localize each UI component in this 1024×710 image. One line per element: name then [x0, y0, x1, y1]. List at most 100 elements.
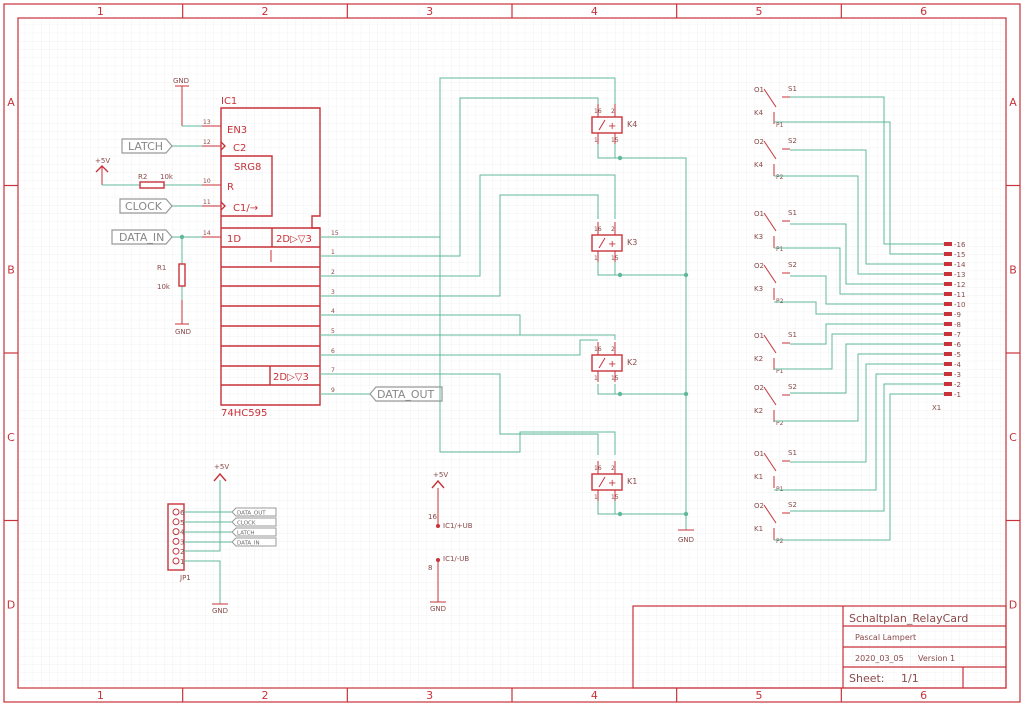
contact-o-label: O2: [754, 384, 764, 392]
ic1-q-bottom: 2D▷▽3: [273, 372, 309, 383]
contact-s-label: S2: [788, 383, 797, 391]
terminal-pin-label: -15: [954, 251, 965, 259]
gnd-symbol-relays: GND: [678, 529, 694, 544]
contact-o-label: O1: [754, 332, 764, 340]
terminal-pin: [944, 282, 952, 286]
contact-relay-ref: K4: [754, 161, 764, 169]
vcc-label-3: +5V: [433, 471, 448, 479]
terminal-pin: [944, 352, 952, 356]
frame-row-label-left: D: [7, 598, 15, 611]
jp1-pin: [172, 557, 180, 565]
relay-coil-plus: +: [608, 121, 616, 132]
contact-p-label: P2: [776, 174, 784, 181]
vcc-symbol-reset: +5V: [95, 157, 110, 185]
jp1-net-flag-text: CLOCK: [237, 521, 256, 527]
gnd-label-5: GND: [430, 605, 446, 613]
vcc-label-2: +5V: [214, 463, 229, 471]
contact-s-label: S1: [788, 331, 797, 339]
gnd-label-3: GND: [678, 536, 694, 544]
relay-pin15-label: 15: [611, 494, 619, 501]
relay-pin15-label: 15: [611, 255, 619, 262]
contact-relay-ref: K1: [754, 525, 763, 533]
relay-pin2-label: 2: [611, 346, 615, 353]
terminal-pin-label: -7: [954, 331, 961, 339]
ic1-pin16: 16: [428, 513, 437, 521]
ic1-en3: EN3: [227, 125, 247, 136]
contact-blade: [763, 140, 777, 160]
contact-blade: [763, 504, 777, 524]
relay-ref: K4: [627, 120, 637, 129]
r2-value: 10k: [160, 173, 174, 181]
frame-col-label-top: 5: [756, 5, 763, 18]
frame-row-label-right: B: [1009, 263, 1017, 276]
frame-col-label-top: 2: [262, 5, 269, 18]
r2-ref: R2: [138, 173, 147, 181]
contact-o-label: O1: [754, 86, 764, 94]
gnd-label-1: GND: [173, 77, 189, 85]
terminal-pin: [944, 252, 952, 256]
contact-blade: [763, 386, 777, 406]
contact-relay-ref: K4: [754, 109, 764, 117]
relay-pin16-label: 16: [594, 108, 602, 115]
contact-o-label: O1: [754, 450, 764, 458]
terminal-pin: [944, 382, 952, 386]
jp1-pin: [172, 508, 180, 516]
ic1-right-pin-number: 4: [331, 308, 335, 315]
relay-ref: K3: [627, 238, 637, 247]
ic1-right-pin-number: 6: [331, 348, 335, 355]
contact-relay-ref: K3: [754, 233, 763, 241]
jp1-pin-number: 2: [180, 548, 184, 556]
terminal-pin-label: -6: [954, 341, 962, 349]
contact-p-label: P1: [776, 122, 784, 129]
contact-o-label: O2: [754, 262, 764, 270]
ic1-right-pin-number: 2: [331, 269, 335, 276]
contact-o-label: O2: [754, 502, 764, 510]
sheet-value: 1/1: [901, 672, 919, 685]
terminal-pin: [944, 262, 952, 266]
frame-col-label-bottom: 5: [756, 689, 763, 702]
ic1-left-pin-number: 10: [203, 178, 211, 185]
frame-row-label-right: C: [1009, 431, 1017, 444]
contact-s-label: S2: [788, 501, 797, 509]
relay-pin1-label: 1: [594, 494, 598, 501]
terminal-pin-label: -5: [954, 351, 961, 359]
contact-blade: [763, 212, 777, 232]
r1-value: 10k: [157, 283, 171, 291]
relay-coil-slash: [598, 119, 606, 131]
terminal-pin: [944, 372, 952, 376]
ic1-1d: 1D: [227, 234, 241, 245]
frame-row-label-right: A: [1009, 96, 1017, 109]
frame-col-label-bottom: 6: [920, 689, 927, 702]
ic1-right-pin-number: 7: [331, 367, 335, 374]
ic1-r: R: [227, 182, 234, 193]
sheet-label: Sheet:: [849, 672, 885, 685]
contact-o-label: O1: [754, 210, 764, 218]
terminal-pin-label: -4: [954, 361, 962, 369]
ic1-left-pin-number: 13: [203, 119, 211, 126]
terminal-pin-label: -13: [954, 271, 965, 279]
relay-coil-slash: [598, 476, 606, 488]
gnd-symbol-r1: GND: [175, 300, 191, 336]
terminal-pin-label: -3: [954, 371, 961, 379]
terminal-pin: [944, 242, 952, 246]
relay-coil-body: [591, 473, 623, 491]
contact-s-label: S1: [788, 85, 797, 93]
jp1-pin: [172, 528, 180, 536]
jp1-pin-number: 4: [180, 529, 185, 537]
contact-relay-ref: K2: [754, 407, 763, 415]
jp1-ref: JP1: [179, 574, 191, 582]
relay-ref: K2: [627, 358, 637, 367]
frame-row-label-left: C: [7, 431, 15, 444]
frame-row-label-left: B: [7, 263, 15, 276]
contact-relay-ref: K3: [754, 285, 763, 293]
relay-coil-slash: [598, 237, 606, 249]
data-in-flag-text: DATA_IN: [119, 231, 164, 244]
ic1-left-pin-number: 12: [203, 139, 211, 146]
ic1-ref: IC1: [221, 96, 237, 107]
data-out-flag-text: DATA_OUT: [377, 388, 435, 401]
